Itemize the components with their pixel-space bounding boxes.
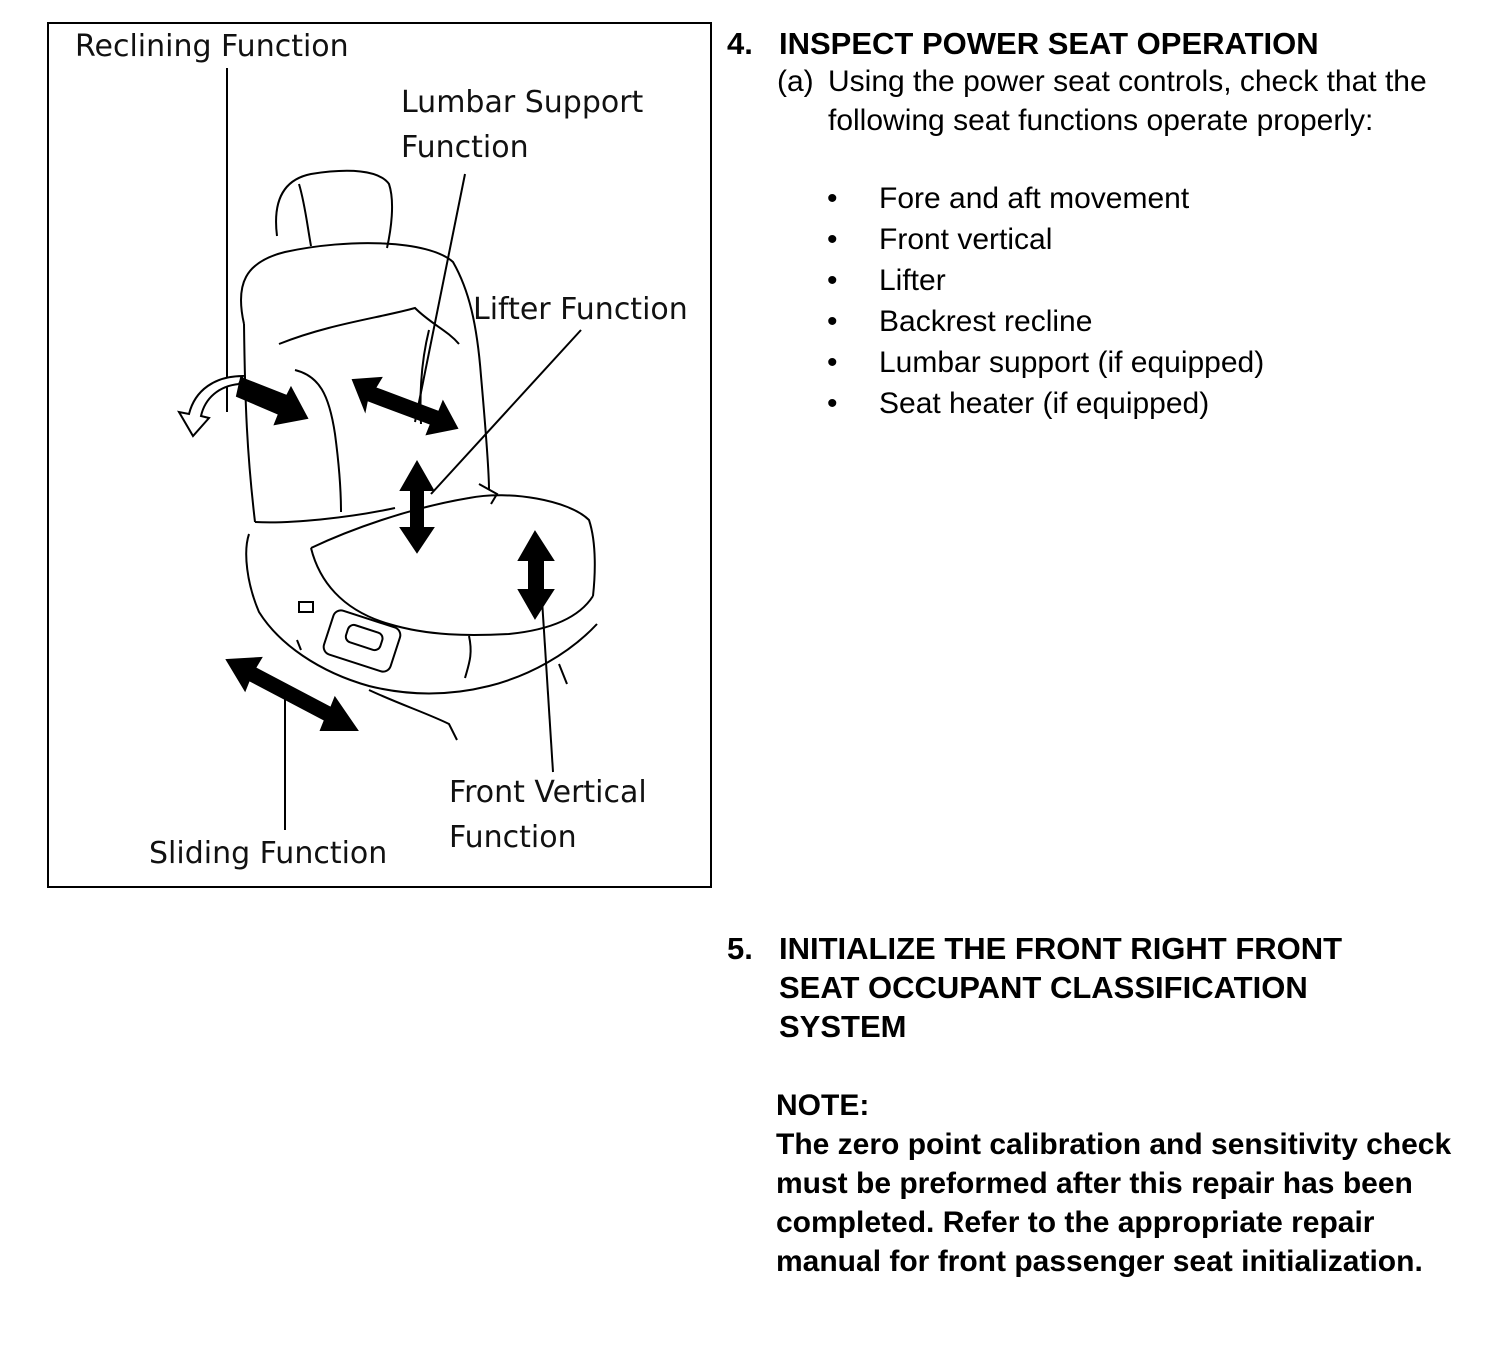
list-item-text: Seat heater (if equipped): [879, 387, 1210, 420]
list-item: • Front vertical: [827, 219, 1264, 260]
seat-base-outline: [245, 533, 598, 695]
front-vertical-label-line1: Front Vertical: [449, 775, 647, 810]
list-item: • Backrest recline: [827, 301, 1264, 342]
note-block: NOTE: The zero point calibration and sen…: [776, 1086, 1476, 1281]
step-5-title: INITIALIZE THE FRONT RIGHT FRONT SEAT OC…: [779, 931, 1343, 1044]
power-seat-drawing: [177, 68, 598, 830]
front-vertical-leader: [540, 583, 554, 773]
list-item: • Seat heater (if equipped): [827, 383, 1264, 424]
front-vertical-label-line2: Function: [449, 820, 577, 855]
reclining-function-label: Reclining Function: [75, 29, 349, 64]
list-item: • Lifter: [827, 260, 1264, 301]
reclining-arrow-head: [235, 376, 309, 426]
note-text: The zero point calibration and sensitivi…: [776, 1128, 1452, 1278]
lumbar-leader: [414, 173, 466, 423]
step-4a-text: Using the power seat controls, check tha…: [828, 65, 1427, 137]
lifter-function-label: Lifter Function: [473, 292, 688, 327]
note-heading: NOTE:: [776, 1089, 870, 1122]
bullet-icon: •: [827, 346, 838, 379]
seat-cushion-outline: [310, 494, 596, 597]
bullet-icon: •: [827, 182, 838, 215]
lifter-arrow: [399, 459, 435, 554]
bullet-icon: •: [827, 305, 838, 338]
step-4-number: 4.: [727, 26, 753, 61]
step-5-number: 5.: [727, 931, 753, 966]
seat-illustration-frame: Reclining Function Lumbar Support Functi…: [47, 22, 712, 888]
list-item: • Fore and aft movement: [827, 178, 1264, 219]
list-item: • Lumbar support (if equipped): [827, 342, 1264, 383]
bullet-icon: •: [827, 264, 838, 297]
step-4a-label: (a): [777, 65, 814, 98]
front-vertical-arrow: [517, 530, 555, 620]
headrest-outline: [275, 169, 394, 249]
seat-switch-panel: [322, 609, 402, 673]
list-item-text: Backrest recline: [879, 305, 1093, 338]
lumbar-arrow: [351, 376, 459, 436]
list-item-text: Front vertical: [879, 223, 1053, 256]
bullet-icon: •: [827, 223, 838, 256]
backrest-outline: [240, 242, 490, 491]
lifter-leader: [430, 329, 582, 495]
sliding-function-label: Sliding Function: [149, 836, 388, 871]
list-item-text: Lifter: [879, 264, 946, 297]
list-item-text: Fore and aft movement: [879, 182, 1190, 215]
lumbar-support-label-line2: Function: [401, 130, 529, 165]
reclining-arrow: [177, 374, 245, 438]
step-4-title: INSPECT POWER SEAT OPERATION: [779, 26, 1319, 61]
sliding-arrow: [225, 656, 359, 731]
seat-rail: [368, 689, 458, 741]
seat-function-list: • Fore and aft movement • Front vertical •…: [827, 178, 1264, 424]
list-item-text: Lumbar support (if equipped): [879, 346, 1265, 379]
lumbar-support-label-line1: Lumbar Support: [401, 85, 644, 120]
bullet-icon: •: [827, 387, 838, 420]
